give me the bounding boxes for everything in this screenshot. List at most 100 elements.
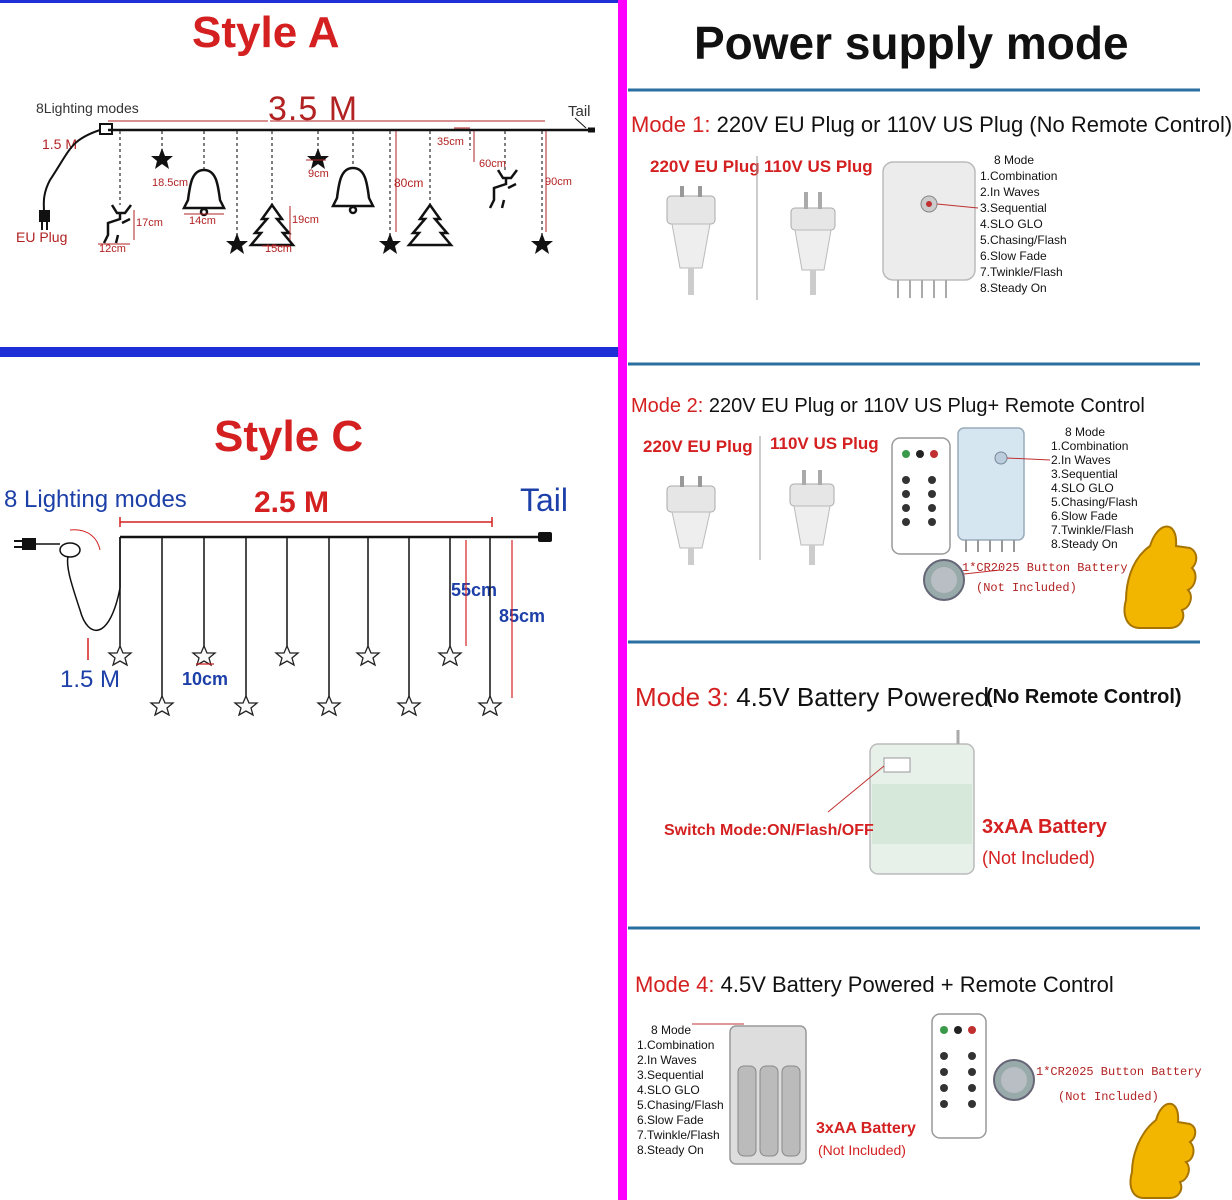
dim-60: 60cm [479,158,506,170]
style-c-strands [119,537,491,698]
mode2-thumbs-up-icon [1123,525,1198,629]
style-c-55: 55cm [451,580,498,600]
mode2-eu-plug-icon [666,476,716,565]
mode3-battery-box-icon [827,730,975,875]
mode4-label: Mode 4: [635,972,715,997]
style-c-lighting-modes: 8 Lighting modes [4,486,187,513]
mode1-us-plug-icon [790,192,836,295]
dim-17: 17cm [136,217,163,229]
mode2-list-item: 2.In Waves [1051,453,1111,467]
mode4-list-item: 7.Twinkle/Flash [637,1128,720,1142]
mode2-text: 220V EU Plug or 110V US Plug+ Remote Con… [708,395,1145,417]
top-blue-rule [0,0,618,3]
mode4-list-item: 4.SLO GLO [637,1083,700,1097]
mode4-list-item: 6.Slow Fade [637,1113,704,1127]
dim-12: 12cm [99,243,126,255]
style-a-cable-to-plug [42,129,101,213]
mode2-mode-list: 8 Mode 1.Combination 2.In Waves 3.Sequen… [1051,425,1138,551]
style-c-mode-pointer [69,529,101,551]
dim-90: 90cm [545,176,572,188]
style-c-eu-plug [22,538,36,550]
mode1-list-item: 7.Twinkle/Flash [980,265,1063,279]
style-a-eu-plug [39,210,50,222]
mode2-list-item: 6.Slow Fade [1051,509,1118,523]
mode2-list-item: 3.Sequential [1051,467,1118,481]
mode4-heading: Mode 4: 4.5V Battery Powered + Remote Co… [635,972,1114,998]
style-a-reindeer [102,169,518,244]
mode1-list-title: 8 Mode [994,153,1035,167]
mode4-thumbs-up-icon [1129,1102,1197,1199]
mode1-list-item: 3.Sequential [980,201,1047,215]
mode1-list-item: 8.Steady On [980,281,1047,295]
mode3-switch: Switch Mode:ON/Flash/OFF [664,822,874,839]
style-a-title: Style A [192,8,340,57]
mode1-label: Mode 1: [631,112,711,137]
mode2-list-item: 1.Combination [1051,439,1129,453]
style-c-cable [66,537,121,631]
style-c-dimensions [196,540,513,698]
mode4-coin-battery-icon [993,1059,1035,1101]
vertical-magenta-divider [618,0,627,1200]
dim-18-5: 18.5cm [152,177,189,189]
mode2-list-item: 8.Steady On [1051,537,1118,551]
mode4-list-item: 2.In Waves [637,1053,697,1067]
mode2-coin-battery-icon [923,559,1001,601]
mode2-list-item: 4.SLO GLO [1051,481,1114,495]
mode2-list-item: 7.Twinkle/Flash [1051,523,1134,537]
mode4-remote-icon [931,1013,987,1139]
style-c-tail: Tail [520,482,569,518]
mode4-battery: 3xAA Battery [816,1120,916,1137]
frame-lines [0,0,1200,1200]
style-a-tail: Tail [568,103,591,120]
style-a-lighting-modes: 8Lighting modes [36,100,139,116]
mode2-illustrations [666,427,1198,629]
mode2-us-label: 110V US Plug [770,434,879,453]
mode4-battery-box-icon [729,1025,807,1165]
mode1-list-item: 6.Slow Fade [980,249,1047,263]
dim-35: 35cm [437,136,464,148]
style-c-title: Style C [214,412,364,461]
dim-15: 15cm [265,243,292,255]
mode4-mode-list: 8 Mode 1.Combination 2.In Waves 3.Sequen… [637,1023,724,1158]
dim-14: 14cm [189,215,216,227]
style-a-plug-label: EU Plug [16,229,68,245]
mode2-remote-icon [891,437,951,555]
style-a-controller-box [99,123,113,135]
mode4-text: 4.5V Battery Powered + Remote Control [720,972,1114,997]
mode1-text: 220V EU Plug or 110V US Plug (No Remote … [716,112,1232,137]
mode1-controller-icon [882,161,979,298]
dim-80: 80cm [394,176,424,190]
style-a-strands [119,131,543,235]
mode2-list-title: 8 Mode [1065,425,1106,439]
mode2-us-plug-icon [789,470,835,565]
dim-9: 9cm [308,168,329,180]
mode3-heading: Mode 3: 4.5V Battery Powered [635,682,989,713]
mode1-illustrations [666,156,979,300]
style-a-trees [248,202,454,247]
style-c-10: 10cm [182,669,229,689]
mode1-list-item: 1.Combination [980,169,1058,183]
mode4-list-item: 8.Steady On [637,1143,704,1157]
blue-divider [0,347,618,357]
style-c-85: 85cm [499,606,546,626]
mode2-battery: 1*CR2025 Button Battery [962,561,1128,575]
mode1-heading: Mode 1: 220V EU Plug or 110V US Plug (No… [631,112,1232,138]
mode4-list-title: 8 Mode [651,1023,692,1037]
mode1-us-label: 110V US Plug [764,157,873,176]
mode2-list-item: 5.Chasing/Flash [1051,495,1138,509]
style-c-tail-cap [538,532,552,542]
mode1-mode-list: 8 Mode 1.Combination 2.In Waves 3.Sequen… [980,152,1067,296]
style-c-diagram [14,517,552,717]
mode3-label: Mode 3: [635,682,729,712]
mode2-heading: Mode 2: 220V EU Plug or 110V US Plug+ Re… [631,395,1145,418]
style-c-stars [107,644,503,717]
mode1-eu-plug-icon [666,186,716,295]
style-a-bells [181,166,376,217]
mode2-eu-label: 220V EU Plug [643,437,753,456]
power-supply-title: Power supply mode [694,17,1129,69]
mode2-not-included: (Not Included) [976,581,1077,595]
mode1-list-item: 2.In Waves [980,185,1040,199]
style-a-diagram [39,117,595,254]
mode1-list-item: 5.Chasing/Flash [980,233,1067,247]
style-a-cable: 1.5 M [42,136,78,152]
